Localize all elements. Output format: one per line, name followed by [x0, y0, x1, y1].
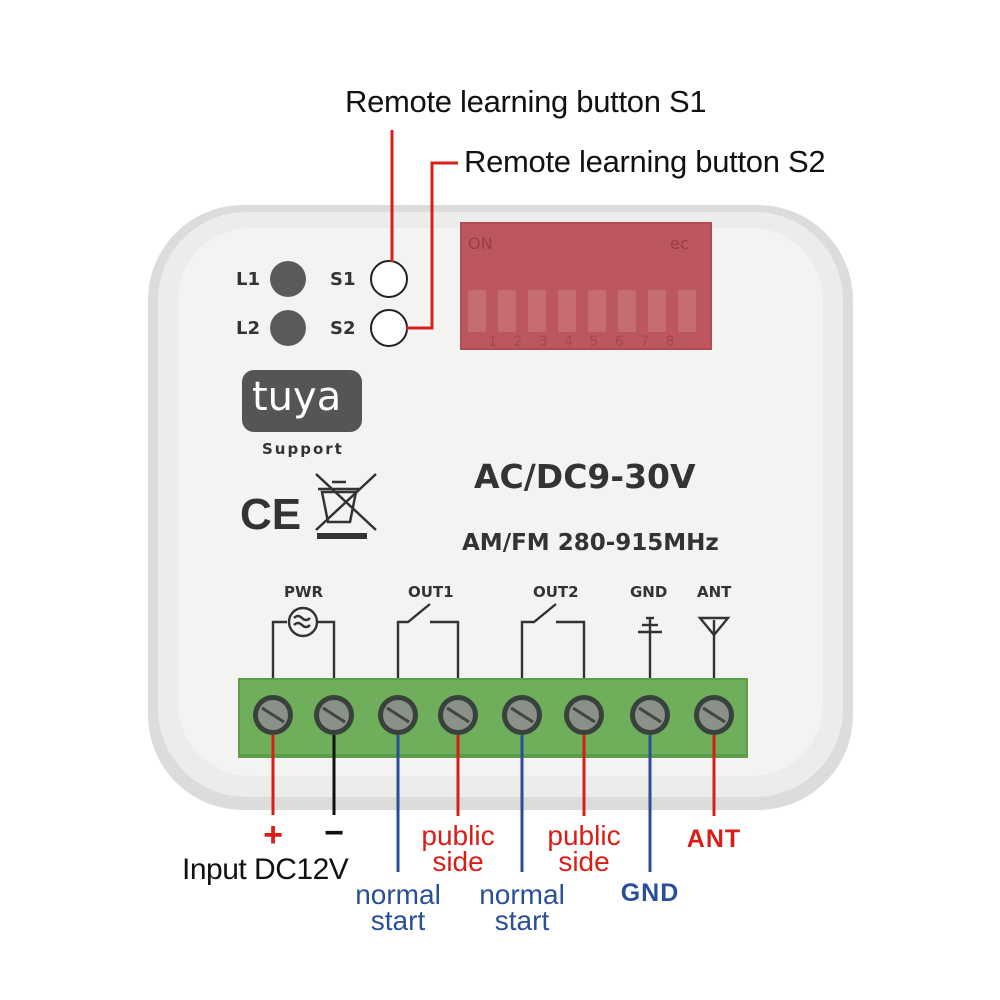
terminal-screws — [253, 695, 734, 735]
wire-label-public1: public side — [408, 820, 508, 877]
frequency-rating: AM/FM 280-915MHz — [462, 530, 719, 556]
button-s1-label: S1 — [330, 269, 356, 290]
wire-label-public1-line1: public — [421, 820, 495, 851]
led-l1 — [270, 261, 306, 297]
wire-label-normal1-line2: start — [370, 905, 426, 936]
button-s1[interactable] — [370, 260, 408, 298]
button-s2-label: S2 — [330, 318, 356, 339]
tuya-support-text: Support — [262, 440, 344, 458]
wire-label-ant: ANT — [686, 825, 742, 853]
led-l2-label: L2 — [236, 318, 260, 339]
wire-label-plus: + — [263, 816, 283, 854]
wire-label-public1-line2: side — [432, 846, 484, 877]
wire-label-input: Input DC12V — [182, 853, 349, 886]
callout-s2-line — [406, 161, 458, 330]
led-l1-label: L1 — [236, 269, 260, 290]
dip-on-marking: ON — [468, 234, 493, 253]
callout-s2-text: Remote learning button S2 — [464, 144, 826, 179]
terminal-schematic — [271, 603, 731, 678]
terminal-label-out1: OUT1 — [408, 583, 454, 601]
dip-ec-marking: ec — [670, 234, 689, 253]
wire-label-normal1-line1: normal — [355, 879, 441, 910]
terminal-block — [238, 678, 748, 758]
led-l2 — [270, 310, 306, 346]
terminal-label-gnd: GND — [630, 583, 668, 601]
wire-label-normal2-line2: start — [494, 905, 550, 936]
wire-label-public2-line1: public — [547, 820, 621, 851]
wire-label-gnd: GND — [620, 879, 680, 907]
voltage-rating: AC/DC9-30V — [474, 457, 696, 496]
dip-switch — [460, 222, 712, 350]
tuya-logo-text: tuya — [252, 374, 342, 420]
wire-label-normal2-line1: normal — [479, 879, 565, 910]
wire-label-normal1: normal start — [343, 879, 453, 936]
housing-inner — [178, 228, 823, 776]
ce-mark: CE — [240, 490, 302, 539]
wire-label-minus: − — [324, 814, 344, 852]
terminal-label-ant: ANT — [697, 583, 732, 601]
dip-numbers: 1 2 3 4 5 6 7 8 — [488, 334, 681, 350]
wire-label-public2-line2: side — [558, 846, 610, 877]
button-s2[interactable] — [370, 309, 408, 347]
wire-label-public2: public side — [534, 820, 634, 877]
terminal-label-out2: OUT2 — [533, 583, 579, 601]
callout-s1-text: Remote learning button S1 — [345, 84, 707, 119]
weee-bin-icon — [315, 473, 377, 539]
wire-label-normal2: normal start — [467, 879, 577, 936]
terminal-label-pwr: PWR — [284, 583, 324, 601]
tuya-logo-box — [242, 370, 362, 432]
